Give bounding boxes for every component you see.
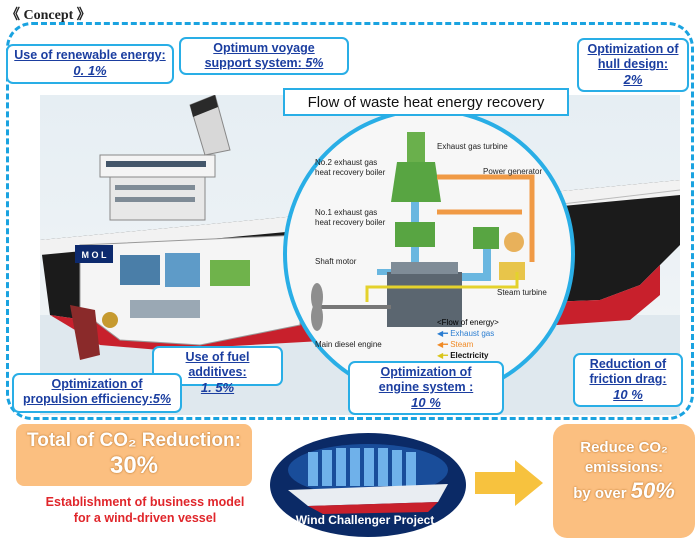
no2-boiler-label-1: No.2 exhaust gas [315,158,378,167]
friction-drag-callout: Reduction of friction drag: 10 % [573,353,683,407]
voyage-support-callout: Optimum voyage support system: 5% [179,37,349,75]
reduce-value: 50% [630,478,675,503]
wind-challenger-image [268,430,468,540]
business-line-2: for a wind-driven vessel [73,511,217,525]
total-reduction-box: Total of CO₂ Reduction: 30% [16,424,252,486]
business-model-text: Establishment of business model for a wi… [30,494,260,526]
reduce-line-2: emissions: [584,459,664,476]
waste-heat-circle: Exhaust gas turbine No.2 exhaust gas hea… [283,108,575,400]
arrow-right-icon [475,458,545,508]
mol-logo: M O L [82,250,107,260]
legend-electricity: ◀━ Electricity [437,351,489,360]
wind-challenger-illustration [270,433,466,537]
main-engine-label: Main diesel engine [315,340,382,349]
energy-legend: <Flow of energy> ◀━ Exhaust gas ◀━ Steam… [437,317,499,361]
power-generator-label: Power generator [483,167,543,176]
no1-boiler-label-2: heat recovery boiler [315,218,386,227]
propulsion-efficiency-callout: Optimization of propulsion efficiency:5% [12,373,182,413]
legend-title: <Flow of energy> [437,318,499,327]
total-reduction-value: 30% [109,452,159,479]
reduce-co2-box: Reduce CO₂ emissions: by over 50% [553,424,695,538]
shaft-motor-label: Shaft motor [315,257,357,266]
reduce-line-1: Reduce CO₂ [580,439,668,456]
flow-title: Flow of waste heat energy recovery [283,88,569,116]
renewable-energy-callout: Use of renewable energy: 0. 1% [6,44,174,84]
concept-frame [6,22,694,420]
wind-challenger-label: Wind Challenger Project [295,513,435,527]
reduce-line-3: by over 50% [573,478,675,503]
total-reduction-label: Total of CO₂ Reduction: [27,430,241,451]
no1-boiler-label-1: No.1 exhaust gas [315,208,378,217]
hull-design-callout: Optimization of hull design: 2% [577,38,689,92]
concept-heading: 《 Concept 》 [6,8,91,23]
legend-steam: ◀━ Steam [437,340,474,349]
waste-heat-diagram [311,132,535,331]
engine-system-callout: Optimization of engine system : 10 % [348,361,504,415]
no2-boiler-label-2: heat recovery boiler [315,168,386,177]
legend-exhaust: ◀━ Exhaust gas [437,329,495,338]
business-line-1: Establishment of business model [45,495,245,509]
steam-turbine-label: Steam turbine [497,288,547,297]
exhaust-turbine-label: Exhaust gas turbine [437,142,508,151]
